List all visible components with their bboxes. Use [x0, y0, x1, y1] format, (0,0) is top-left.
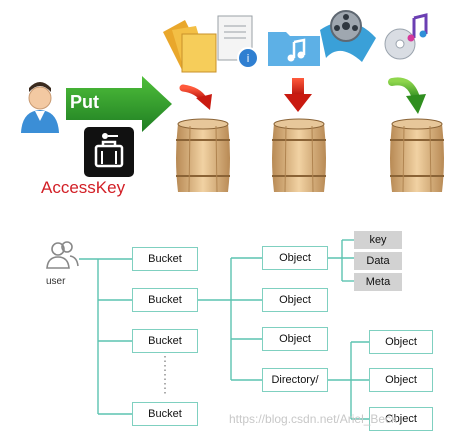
film-reel-icon	[320, 10, 376, 62]
object-node: Object	[262, 327, 328, 351]
watermark: https://blog.csdn.net/Ariel_Beck	[229, 412, 398, 426]
put-label: Put	[70, 92, 99, 112]
curved-green-arrow-icon	[388, 77, 426, 114]
bucket-node: Bucket	[132, 288, 198, 312]
object-part-meta: Meta	[354, 273, 402, 291]
music-cd-icon	[384, 13, 428, 60]
access-key-icon	[84, 127, 134, 177]
object-node: Object	[262, 288, 328, 312]
bucket-node: Bucket	[132, 402, 198, 426]
curved-red-arrow-icon	[179, 84, 212, 110]
object-node: Object	[262, 246, 328, 270]
user-label: user	[46, 276, 66, 287]
object-part-data: Data	[354, 252, 402, 270]
barrel-icon	[176, 118, 230, 193]
barrel-icon	[390, 118, 444, 193]
svg-text:i: i	[246, 52, 249, 65]
access-key-label: AccessKey	[41, 178, 126, 197]
bucket-node: Bucket	[132, 247, 198, 271]
put-arrow-icon	[66, 76, 172, 132]
directory-node: Directory/	[262, 368, 328, 392]
folders-icon	[163, 20, 217, 73]
bucket-node: Bucket	[132, 329, 198, 353]
object-part-key: key	[354, 231, 402, 249]
music-folder-icon	[268, 32, 320, 66]
directory-object-node: Object	[369, 330, 433, 354]
document-icon: i	[217, 15, 259, 69]
barrel-icon	[272, 118, 326, 193]
top-illustration: i	[21, 10, 444, 193]
directory-object-node: Object	[369, 368, 433, 392]
user-avatar-icon	[21, 82, 59, 133]
red-down-arrow-icon	[284, 78, 312, 112]
directory-object-node: Object	[369, 407, 433, 431]
user-group-icon	[46, 241, 79, 269]
